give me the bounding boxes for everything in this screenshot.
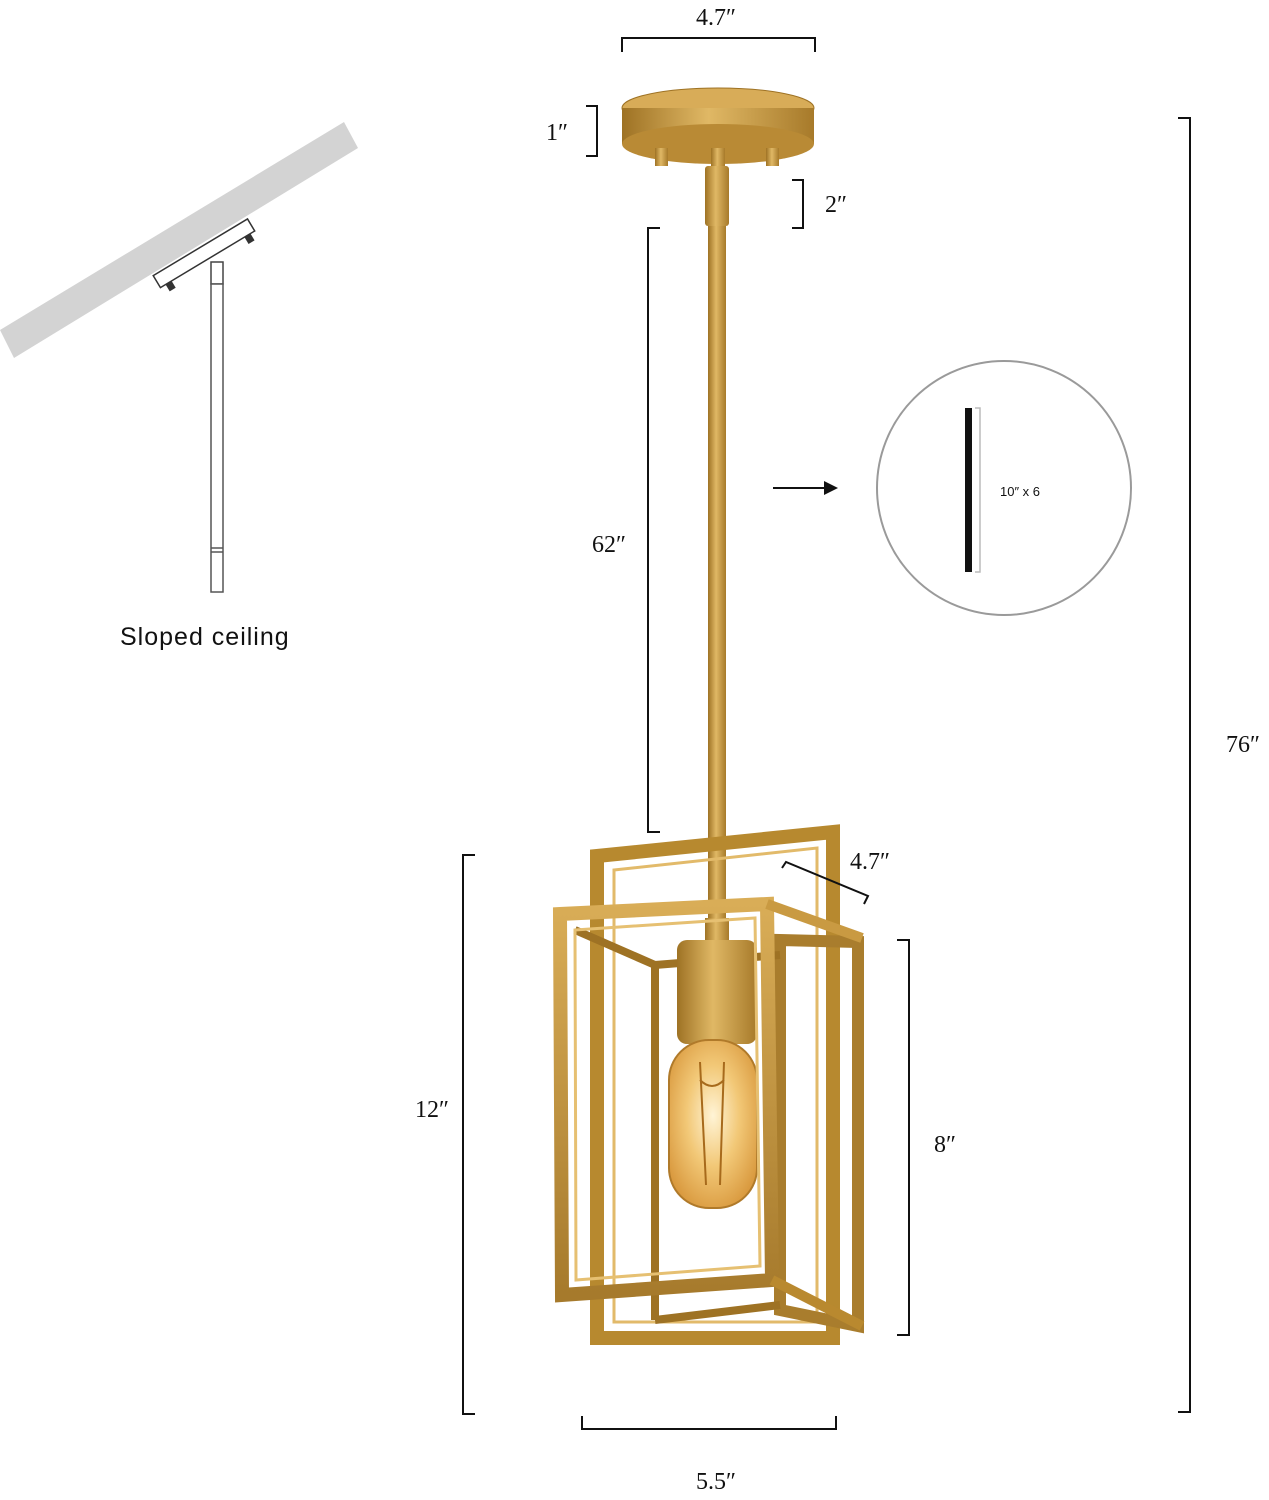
dim-inner-height: 8″ [934, 1132, 956, 1158]
rod-detail [876, 360, 1132, 616]
sloped-swivel [210, 261, 224, 285]
dim-frame-depth: 4.7″ [850, 849, 890, 875]
sloped-canopy [152, 217, 256, 292]
dim-stem-line [792, 179, 804, 229]
inner-cage-back [573, 926, 781, 1324]
dim-inner-height-line [897, 939, 910, 1336]
sloped-rod [210, 283, 224, 593]
dim-base-width-line [581, 1416, 837, 1430]
dim-outer-height: 12″ [415, 1097, 449, 1123]
socket [677, 940, 757, 1044]
rod-detail-bracket [975, 407, 981, 573]
dim-rod-length: 62″ [592, 532, 626, 558]
dim-canopy-width-line [621, 37, 816, 52]
dim-outer-height-line [462, 854, 475, 1415]
stem-nut [711, 148, 725, 166]
arrow-right-icon [773, 481, 838, 495]
dim-rod-line [647, 227, 660, 833]
sloped-ceiling-caption: Sloped ceiling [120, 623, 290, 651]
dimension-lines [462, 37, 1191, 1430]
stem-swivel [705, 166, 729, 226]
rod-detail-circle [876, 360, 1132, 616]
canopy-screw-left [655, 148, 668, 166]
dim-canopy-width: 4.7″ [696, 5, 736, 31]
dim-canopy-height-line [586, 105, 598, 157]
front-frame [552, 896, 865, 1331]
light-bulb-icon [668, 1039, 758, 1209]
canopy-screw-right [766, 148, 779, 166]
dim-canopy-height: 1″ [546, 120, 568, 146]
sloped-ceiling-slab [0, 122, 358, 358]
dim-stem-top: 2″ [825, 192, 847, 218]
rod-detail-label: 10″ x 6 [1000, 484, 1041, 499]
sloped-ceiling-illustration [0, 122, 358, 593]
dim-overall-height: 76″ [1226, 732, 1260, 758]
side-frame [774, 933, 864, 1334]
dim-base-width: 5.5″ [696, 1469, 736, 1495]
dim-depth-line [781, 860, 870, 905]
rod-detail-rod [965, 408, 972, 572]
dim-overall-line [1178, 117, 1191, 1413]
bulb-filament [699, 1061, 725, 1186]
down-rod [708, 226, 726, 942]
pendant-light [552, 87, 865, 1345]
